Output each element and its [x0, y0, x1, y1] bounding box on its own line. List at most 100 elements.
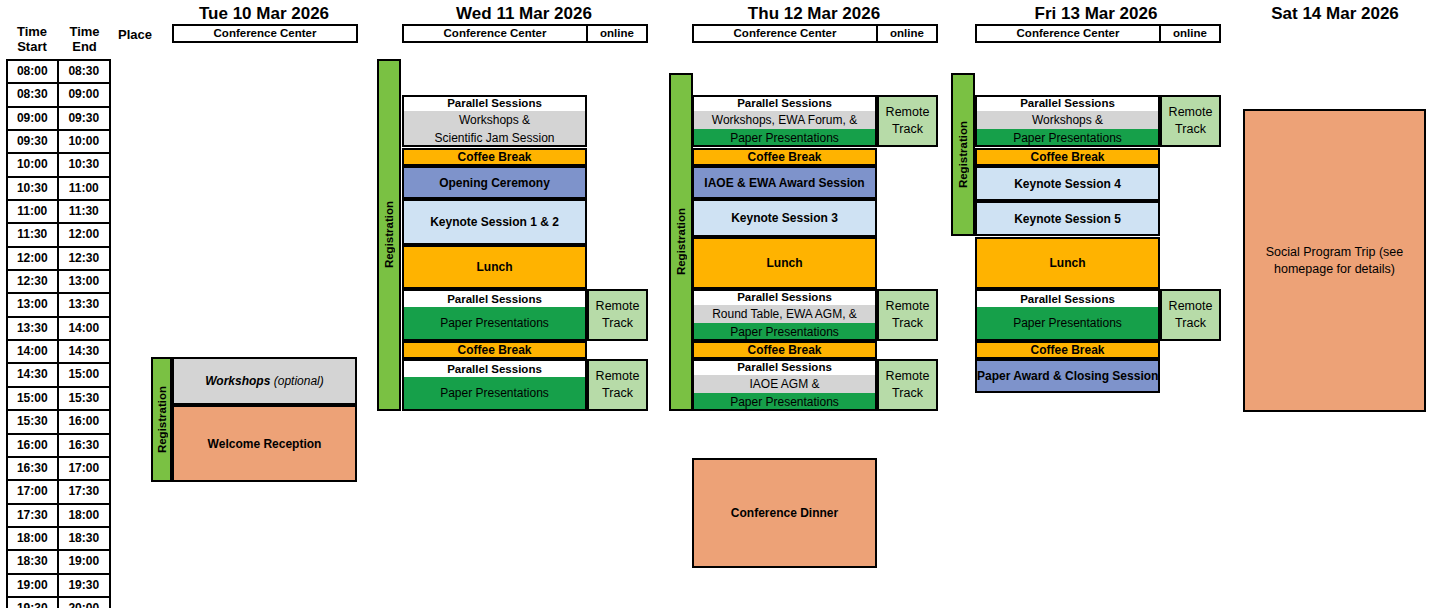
- time-end-cell: 14:30: [59, 341, 110, 364]
- parallel-sessions-header: Parallel Sessions: [977, 95, 1158, 111]
- time-end-cell: 13:30: [59, 294, 110, 317]
- session-coffee-break-thu-am[interactable]: Coffee Break: [692, 148, 877, 166]
- parallel-sessions-header: Parallel Sessions: [977, 291, 1158, 307]
- session-coffee-break-wed-pm[interactable]: Coffee Break: [402, 341, 587, 359]
- session-label-line1: Workshops &: [977, 111, 1158, 129]
- session-label: Lunch: [977, 255, 1158, 271]
- remote-track-line2: Track: [879, 121, 936, 138]
- session-label-line2: Scientific Jam Session: [404, 129, 585, 147]
- time-start-cell: 17:00: [8, 481, 59, 504]
- time-start-cell: 10:30: [8, 178, 59, 201]
- session-label: Paper Award & Closing Session: [977, 368, 1158, 384]
- optional-text: (optional): [274, 374, 324, 388]
- session-lunch-fri[interactable]: Lunch: [975, 237, 1160, 289]
- remote-track-thu-pm1[interactable]: Remote Track: [877, 289, 938, 341]
- session-coffee-break-fri-pm[interactable]: Coffee Break: [975, 341, 1160, 359]
- session-label: Keynote Session 4: [977, 176, 1158, 192]
- remote-track-fri-am[interactable]: Remote Track: [1160, 95, 1221, 147]
- session-label-line1: Social Program Trip (see: [1245, 244, 1424, 261]
- session-iaoe-ewa-award[interactable]: IAOE & EWA Award Session: [692, 166, 877, 199]
- remote-track-line2: Track: [879, 385, 936, 402]
- session-lunch-thu[interactable]: Lunch: [692, 237, 877, 289]
- place-bar-tue: Conference Center: [172, 24, 358, 43]
- time-end-cell: 11:00: [59, 178, 110, 201]
- session-keynote-4[interactable]: Keynote Session 4: [975, 166, 1160, 201]
- registration-label-fri: Registration: [957, 121, 969, 188]
- registration-bar-wed[interactable]: Registration: [377, 59, 401, 411]
- session-label: Coffee Break: [404, 149, 585, 165]
- session-parallel-roundtable-thu[interactable]: Parallel Sessions Round Table, EWA AGM, …: [692, 289, 877, 341]
- time-row: 15:3016:00: [8, 411, 109, 434]
- time-start-cell: 16:30: [8, 458, 59, 481]
- remote-track-line2: Track: [1162, 315, 1219, 332]
- time-row: 11:0011:30: [8, 201, 109, 224]
- parallel-sessions-header: Parallel Sessions: [694, 95, 875, 111]
- time-end-cell: 10:30: [59, 154, 110, 177]
- session-coffee-break-fri-am[interactable]: Coffee Break: [975, 148, 1160, 166]
- time-start-cell: 18:00: [8, 528, 59, 551]
- registration-bar-fri[interactable]: Registration: [951, 73, 975, 236]
- time-row: 16:3017:00: [8, 458, 109, 481]
- session-label: Lunch: [404, 259, 585, 275]
- session-label: Coffee Break: [404, 342, 585, 358]
- session-paper-award-closing[interactable]: Paper Award & Closing Session: [975, 359, 1160, 393]
- session-parallel-workshops-thu[interactable]: Parallel Sessions Workshops, EWA Forum, …: [692, 95, 877, 147]
- session-label: Lunch: [694, 255, 875, 271]
- day-title-wed: Wed 11 Mar 2026: [400, 4, 648, 24]
- time-end-header-line1: Time: [58, 24, 111, 39]
- session-parallel-workshops-fri[interactable]: Parallel Sessions Workshops & Paper Pres…: [975, 95, 1160, 147]
- time-row: 15:0015:30: [8, 388, 109, 411]
- session-coffee-break-wed-am[interactable]: Coffee Break: [402, 148, 587, 166]
- session-label-line1: Round Table, EWA AGM, &: [694, 305, 875, 323]
- session-parallel-papers-wed-pm1[interactable]: Parallel Sessions Paper Presentations: [402, 289, 587, 341]
- session-parallel-papers-fri[interactable]: Parallel Sessions Paper Presentations: [975, 289, 1160, 341]
- time-start-cell: 09:00: [8, 108, 59, 131]
- session-welcome-reception[interactable]: Welcome Reception: [172, 405, 357, 482]
- session-keynote-5[interactable]: Keynote Session 5: [975, 201, 1160, 236]
- time-start-cell: 11:00: [8, 201, 59, 224]
- time-row: 10:3011:00: [8, 178, 109, 201]
- session-parallel-iaoe-agm-thu[interactable]: Parallel Sessions IAOE AGM & Paper Prese…: [692, 359, 877, 411]
- remote-track-thu-am[interactable]: Remote Track: [877, 95, 938, 147]
- time-end-cell: 09:30: [59, 108, 110, 131]
- time-row: 13:0013:30: [8, 294, 109, 317]
- time-start-cell: 10:00: [8, 154, 59, 177]
- remote-track-fri-pm[interactable]: Remote Track: [1160, 289, 1221, 341]
- session-opening-ceremony[interactable]: Opening Ceremony: [402, 166, 587, 199]
- remote-track-line1: Remote: [1162, 104, 1219, 121]
- session-label: Keynote Session 5: [977, 211, 1158, 227]
- remote-track-line2: Track: [1162, 121, 1219, 138]
- session-keynote-1-2[interactable]: Keynote Session 1 & 2: [402, 199, 587, 245]
- session-coffee-break-thu-pm[interactable]: Coffee Break: [692, 341, 877, 359]
- time-start-cell: 15:00: [8, 388, 59, 411]
- parallel-sessions-header: Parallel Sessions: [404, 361, 585, 377]
- day-title-sat: Sat 14 Mar 2026: [1242, 4, 1428, 24]
- remote-track-wed-pm1[interactable]: Remote Track: [587, 289, 648, 341]
- time-start-cell: 11:30: [8, 224, 59, 247]
- session-workshops-optional[interactable]: Workshops (optional): [172, 357, 357, 405]
- session-parallel-papers-wed-pm2[interactable]: Parallel Sessions Paper Presentations: [402, 359, 587, 411]
- time-end-cell: 16:30: [59, 435, 110, 458]
- session-conference-dinner[interactable]: Conference Dinner: [692, 458, 877, 568]
- remote-track-wed-pm2[interactable]: Remote Track: [587, 359, 648, 411]
- session-parallel-workshops-wed[interactable]: Parallel Sessions Workshops & Scientific…: [402, 95, 587, 147]
- session-label: Keynote Session 1 & 2: [404, 214, 585, 230]
- time-end-cell: 18:00: [59, 505, 110, 528]
- time-row: 11:3012:00: [8, 224, 109, 247]
- session-label-line2: Paper Presentations: [694, 393, 875, 411]
- remote-track-line2: Track: [879, 315, 936, 332]
- session-keynote-3[interactable]: Keynote Session 3: [692, 199, 877, 237]
- remote-track-thu-pm2[interactable]: Remote Track: [877, 359, 938, 411]
- session-label-line2: Paper Presentations: [694, 129, 875, 147]
- parallel-sessions-header: Parallel Sessions: [694, 289, 875, 305]
- registration-bar-tue[interactable]: Registration: [151, 357, 172, 482]
- session-lunch-wed[interactable]: Lunch: [402, 245, 587, 289]
- time-start-cell: 15:30: [8, 411, 59, 434]
- remote-track-line2: Track: [589, 315, 646, 332]
- time-end-header: Time End: [58, 24, 111, 54]
- session-label-line1: IAOE AGM &: [694, 375, 875, 393]
- time-start-cell: 14:00: [8, 341, 59, 364]
- registration-bar-thu[interactable]: Registration: [669, 73, 693, 411]
- time-end-cell: 12:30: [59, 248, 110, 271]
- session-social-program-trip[interactable]: Social Program Trip (see homepage for de…: [1243, 109, 1426, 412]
